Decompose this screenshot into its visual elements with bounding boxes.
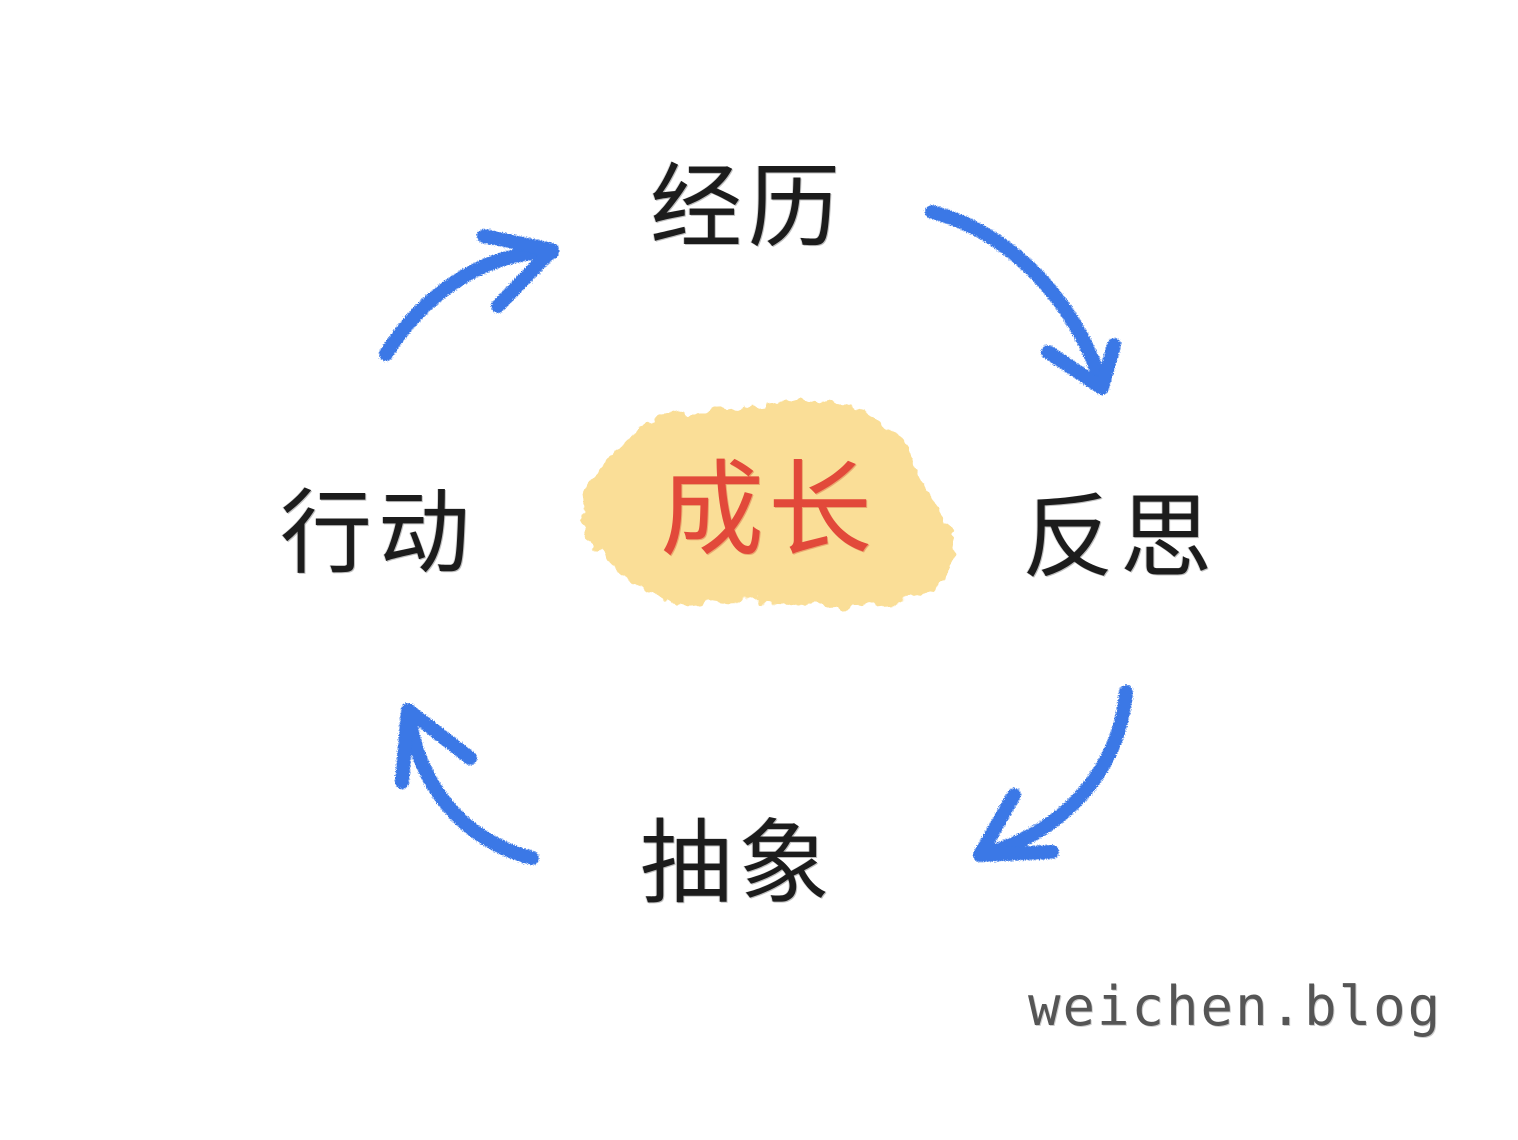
arrow-experience-to-reflection: [925, 205, 1121, 395]
node-abstraction-label: 抽象: [640, 810, 837, 917]
center-highlight: [580, 398, 955, 606]
arrow-action-to-experience: [379, 229, 559, 361]
node-action-label: 行动: [280, 480, 477, 587]
center-label: 成长: [660, 449, 877, 571]
arrow-reflection-to-abstraction: [973, 685, 1133, 862]
node-reflection-label: 反思: [1022, 484, 1219, 591]
node-experience-label: 经历: [650, 154, 847, 261]
watermark: weichen.blog: [1028, 975, 1443, 1038]
arrow-abstraction-to-action: [395, 703, 539, 865]
